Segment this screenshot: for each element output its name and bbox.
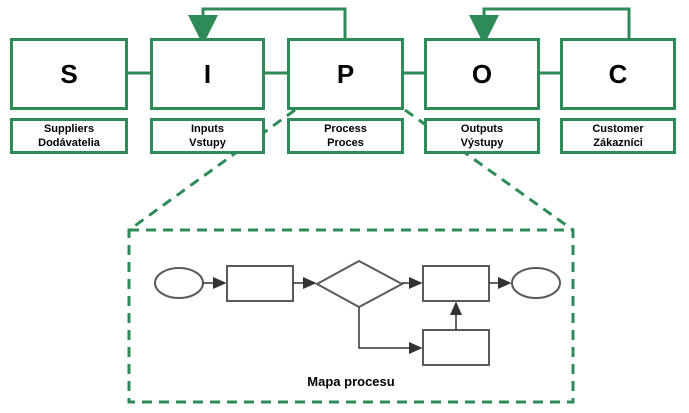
process-label-sk: Proces bbox=[327, 137, 364, 149]
end-terminal bbox=[511, 267, 561, 299]
inputs-letter: I bbox=[203, 58, 212, 89]
suppliers-label: Suppliers Dodávatelia bbox=[10, 118, 128, 154]
process-map-caption: Mapa procesu bbox=[307, 374, 395, 389]
suppliers-box: S bbox=[10, 38, 128, 110]
process-box: P bbox=[287, 38, 404, 110]
start-terminal bbox=[154, 267, 204, 299]
inputs-label-sk: Vstupy bbox=[189, 137, 226, 149]
feedback-arrows bbox=[188, 7, 631, 45]
customer-letter: C bbox=[608, 58, 628, 89]
process-label-en: Process bbox=[324, 123, 367, 135]
customer-box: C bbox=[560, 38, 676, 110]
process-step-1 bbox=[226, 265, 294, 302]
process-label: Process Proces bbox=[287, 118, 404, 154]
suppliers-label-en: Suppliers bbox=[43, 123, 95, 135]
outputs-letter: O bbox=[471, 58, 493, 89]
inputs-label-en: Inputs bbox=[191, 123, 224, 135]
decision-diamond bbox=[314, 259, 405, 309]
customer-label-sk: Zákazníci bbox=[593, 137, 643, 149]
outputs-box: O bbox=[424, 38, 540, 110]
outputs-label: Outputs Výstupy bbox=[424, 118, 540, 154]
outputs-label-en: Outputs bbox=[460, 123, 504, 135]
inputs-box: I bbox=[150, 38, 265, 110]
process-letter: P bbox=[336, 58, 355, 89]
suppliers-letter: S bbox=[60, 58, 78, 89]
process-map bbox=[154, 259, 561, 366]
flow-arrows bbox=[203, 277, 512, 354]
customer-label-en: Customer bbox=[592, 123, 644, 135]
process-step-2 bbox=[422, 265, 490, 302]
process-step-3 bbox=[422, 329, 490, 366]
outputs-label-sk: Výstupy bbox=[460, 137, 504, 149]
customer-label: Customer Zákazníci bbox=[560, 118, 676, 154]
inputs-label: Inputs Vstupy bbox=[150, 118, 265, 154]
suppliers-label-sk: Dodávatelia bbox=[38, 137, 100, 149]
